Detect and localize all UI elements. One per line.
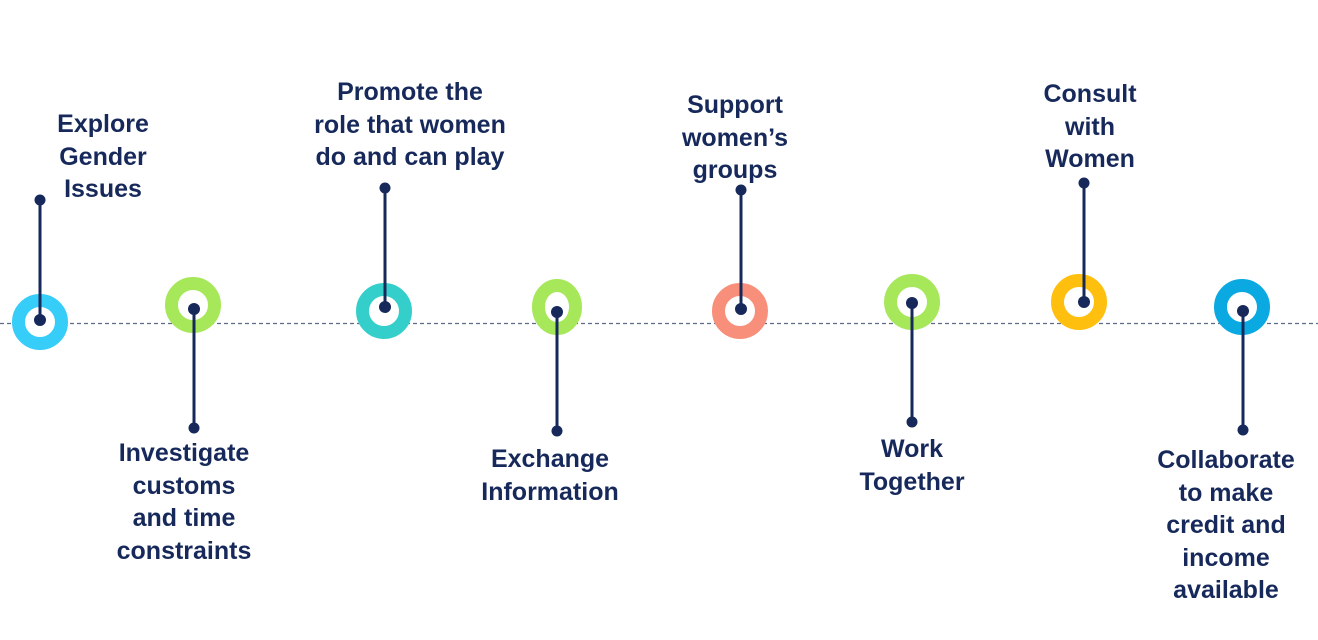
end-dot-icon xyxy=(1237,424,1249,436)
end-dot-icon xyxy=(34,194,46,206)
timeline-step-collaborate-credit-income xyxy=(1214,279,1270,436)
center-dot-icon xyxy=(379,301,391,313)
end-dot-icon xyxy=(1078,177,1090,189)
step-label-support-womens-groups: Support women’s groups xyxy=(681,91,789,184)
timeline-step-exchange-information xyxy=(532,279,582,437)
step-label-exchange-information: Exchange Information xyxy=(481,445,619,506)
end-dot-icon xyxy=(551,425,563,437)
step-label-promote-role: Promote the role that women do and can p… xyxy=(314,78,506,171)
center-dot-icon xyxy=(1078,296,1090,308)
center-dot-icon xyxy=(906,297,918,309)
step-label-work-together: Work Together xyxy=(859,435,965,496)
step-label-collaborate-credit-income: Collaborate to make credit and income av… xyxy=(1157,446,1295,604)
timeline-step-consult-with-women xyxy=(1051,177,1107,330)
center-dot-icon xyxy=(551,306,563,318)
step-label-investigate-customs: Investigate customs and time constraints xyxy=(116,439,252,565)
end-dot-icon xyxy=(906,416,918,428)
end-dot-icon xyxy=(188,422,200,434)
timeline-steps xyxy=(12,177,1270,437)
timeline-step-explore-gender-issues xyxy=(12,194,68,350)
end-dot-icon xyxy=(735,184,747,196)
end-dot-icon xyxy=(379,182,391,194)
center-dot-icon xyxy=(188,303,200,315)
step-label-consult-with-women: Consult with Women xyxy=(1043,80,1137,173)
center-dot-icon xyxy=(735,303,747,315)
step-label-explore-gender-issues: Explore Gender Issues xyxy=(57,110,149,203)
timeline-step-work-together xyxy=(884,274,940,428)
center-dot-icon xyxy=(1237,305,1249,317)
timeline-step-investigate-customs xyxy=(165,277,221,434)
center-dot-icon xyxy=(34,314,46,326)
timeline-step-promote-role xyxy=(356,182,412,339)
timeline-step-support-womens-groups xyxy=(712,184,768,339)
